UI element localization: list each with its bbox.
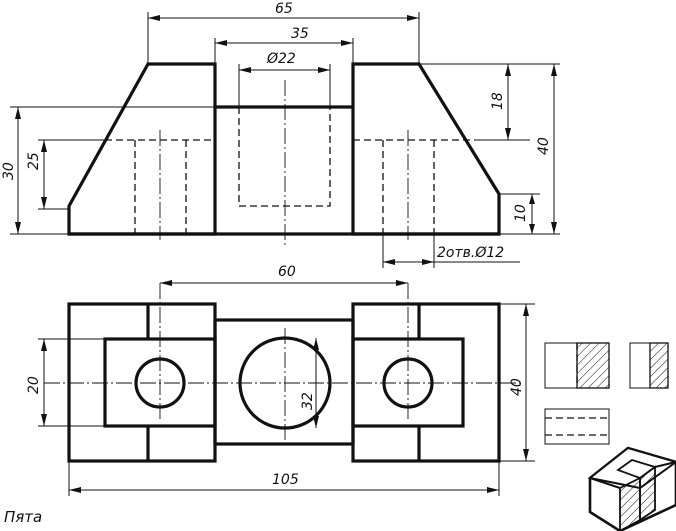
section-c-outline	[544, 408, 610, 445]
plan-view-dimensions: 60 20 32 40 105	[26, 264, 535, 496]
section-a-hatch	[576, 342, 610, 389]
drawing-caption: Пята	[4, 508, 43, 526]
dim-diameter-22: Ø22	[266, 51, 296, 67]
dim-40-front: 40	[536, 137, 552, 155]
dim-diameter-32: 32	[300, 392, 316, 410]
dim-18: 18	[490, 92, 506, 110]
front-view-hidden-bore	[238, 107, 331, 207]
iso-edge	[589, 477, 621, 489]
dim-40-plan: 40	[509, 378, 525, 396]
front-view	[67, 62, 501, 245]
section-sketches	[544, 342, 669, 445]
iso-edge-2	[654, 461, 676, 468]
dim-30: 30	[1, 162, 17, 180]
dim-10: 10	[513, 204, 529, 222]
plan-left-block	[67, 302, 217, 463]
plan-right-block	[351, 302, 501, 463]
dim-35: 35	[291, 26, 309, 42]
dim-20: 20	[26, 376, 42, 394]
plan-view	[44, 283, 520, 463]
dim-65: 65	[275, 1, 293, 17]
dim-25: 25	[26, 152, 42, 170]
front-view-outline	[67, 62, 217, 236]
front-view-outline-right	[351, 62, 501, 236]
section-b-hatch	[649, 342, 669, 389]
isometric-sketch	[587, 446, 676, 531]
dim-60: 60	[278, 264, 296, 280]
iso-cut-face-2	[639, 465, 656, 522]
front-view-dimensions: 65 35 Ø22 30 25 18	[1, 1, 560, 268]
dim-2-holes-diameter-12: 2отв.Ø12	[437, 245, 504, 261]
dim-105: 105	[272, 472, 299, 488]
